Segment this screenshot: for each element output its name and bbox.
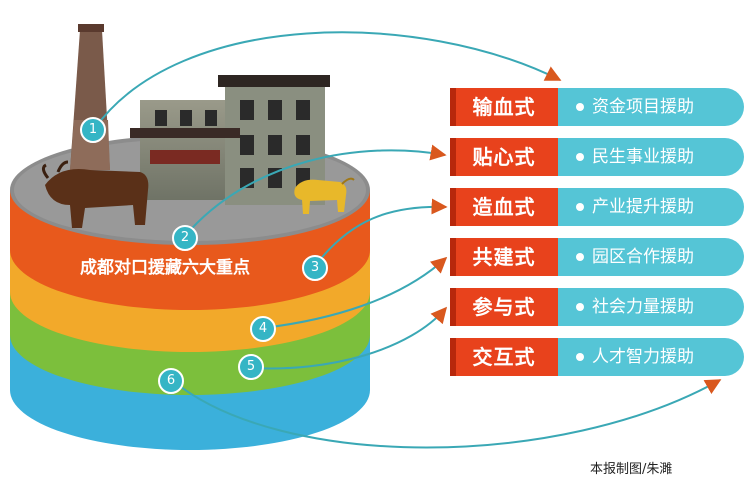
bullet-dot [576,153,584,161]
number-badge-4: 4 [250,316,276,342]
list-item-1: 输血式 资金项目援助 [450,88,746,126]
yak-dark [41,160,149,228]
item-type: 共建式 [450,238,558,276]
item-label-pill: 资金项目援助 [558,88,744,126]
number-badge-6: 6 [158,368,184,394]
list-item-5: 参与式 社会力量援助 [450,288,746,326]
item-type: 贴心式 [450,138,558,176]
headline-text: 成都对口援藏六大重点 [80,258,250,278]
arrow-3 [314,198,448,267]
item-label: 人才智力援助 [592,347,694,367]
arrow-5 [251,306,448,370]
list-item-6: 交互式 人才智力援助 [450,338,746,376]
bullet-dot [576,303,584,311]
credit-caption: 本报制图/朱濉 [590,462,673,477]
number-badge-2: 2 [172,225,198,251]
item-label: 资金项目援助 [592,97,694,117]
arrow-1 [94,31,562,129]
item-label-pill: 社会力量援助 [558,288,744,326]
list-item-4: 共建式 园区合作援助 [450,238,746,276]
item-type: 造血式 [450,188,558,226]
number-badge-1: 1 [80,117,106,143]
number-badge-3: 3 [302,255,328,281]
bullet-dot [576,353,584,361]
arrow-4 [262,256,448,329]
item-type: 交互式 [450,338,558,376]
number-badge-5: 5 [238,354,264,380]
item-label-pill: 园区合作援助 [558,238,744,276]
arrow-6 [171,379,722,449]
item-label-pill: 人才智力援助 [558,338,744,376]
yak-gold [294,177,355,214]
bullet-dot [576,103,584,111]
chimney-graphic [70,24,110,170]
bullet-dot [576,253,584,261]
item-label-pill: 产业提升援助 [558,188,744,226]
item-label: 产业提升援助 [592,197,694,217]
item-label: 社会力量援助 [592,297,694,317]
item-type: 输血式 [450,88,558,126]
list-item-2: 贴心式 民生事业援助 [450,138,746,176]
list-item-3: 造血式 产业提升援助 [450,188,746,226]
arrow-2 [184,144,447,237]
item-label: 园区合作援助 [592,247,694,267]
bullet-dot [576,203,584,211]
item-label: 民生事业援助 [592,147,694,167]
item-label-pill: 民生事业援助 [558,138,744,176]
connector-arrows [94,31,722,449]
item-type: 参与式 [450,288,558,326]
